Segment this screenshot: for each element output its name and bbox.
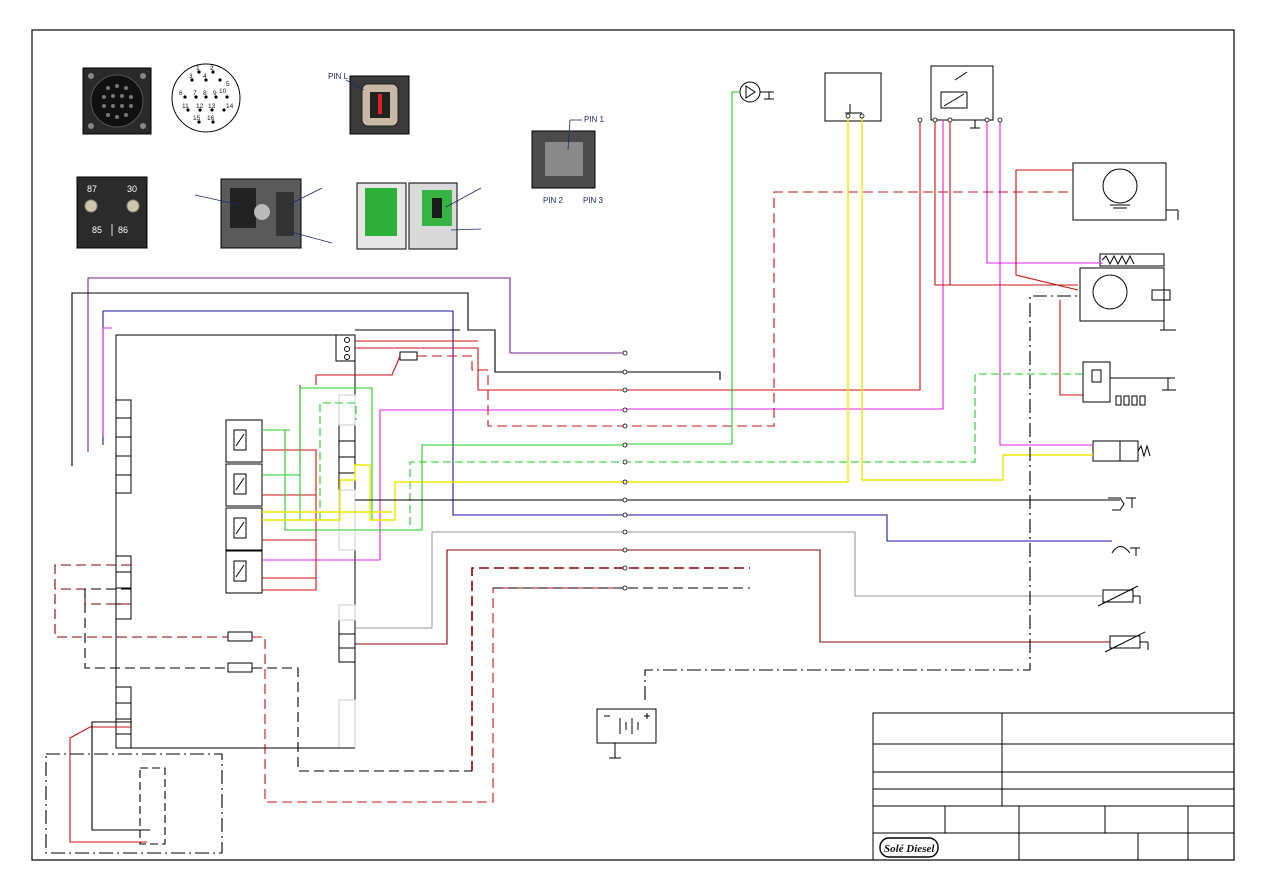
fuel-pump-symbol bbox=[739, 81, 774, 103]
sole-diesel-logo: Solé Diesel bbox=[879, 837, 939, 858]
pin-l-connector-photo: PIN L bbox=[328, 72, 410, 135]
pin-number-9: 9 bbox=[213, 90, 217, 97]
pin-l-label: PIN L bbox=[328, 72, 349, 81]
pin-number-12: 12 bbox=[196, 103, 204, 110]
relay-photo: 87 30 85 86 bbox=[76, 176, 148, 249]
sender-box bbox=[824, 72, 882, 122]
logo-text: Solé Diesel bbox=[884, 843, 935, 855]
battery-symbol bbox=[596, 708, 657, 759]
oil-pressure-sender-symbol bbox=[1097, 585, 1141, 607]
green-connector-photos bbox=[356, 182, 482, 250]
alternator-symbol bbox=[1079, 253, 1176, 331]
pin-number-4: 4 bbox=[203, 73, 207, 80]
pin-number-16: 16 bbox=[207, 115, 215, 122]
pin-number-1: 1 bbox=[196, 65, 200, 72]
pin-number-3: 3 bbox=[189, 73, 193, 80]
sensor-connector-photo bbox=[194, 178, 333, 249]
pin-number-15: 15 bbox=[193, 115, 201, 122]
pin-number-14: 14 bbox=[226, 103, 234, 110]
control-unit-outline bbox=[115, 334, 418, 749]
starter-motor-symbol bbox=[1072, 162, 1179, 221]
temperature-switch-symbol bbox=[1111, 546, 1140, 556]
relay-terminal-87: 87 bbox=[87, 184, 97, 194]
relay-terminal-30: 30 bbox=[127, 184, 137, 194]
pin-number-2: 2 bbox=[210, 65, 214, 72]
wiring-harness bbox=[45, 91, 1120, 854]
relay-terminal-85: 85 bbox=[92, 225, 102, 235]
heater-element-symbol bbox=[1092, 440, 1151, 462]
pin-number-10: 10 bbox=[219, 88, 227, 95]
pin-2-label: PIN 2 bbox=[543, 196, 564, 205]
pin-1-label: PIN 1 bbox=[584, 115, 605, 124]
terminal-markers bbox=[622, 113, 1003, 591]
title-block bbox=[872, 712, 1235, 861]
pin-number-6: 6 bbox=[179, 90, 183, 97]
pin-number-11: 11 bbox=[182, 103, 189, 110]
connector-photo-16pin bbox=[82, 67, 152, 135]
pin-number-8: 8 bbox=[203, 90, 207, 97]
three-pin-connector-photo: PIN 1 PIN 2 PIN 3 bbox=[531, 115, 605, 205]
pin-number-13: 13 bbox=[208, 103, 216, 110]
oil-pressure-switch-symbol bbox=[1108, 497, 1136, 511]
pin-number-7: 7 bbox=[193, 90, 197, 97]
pin-number-5: 5 bbox=[226, 81, 230, 88]
pin-3-label: PIN 3 bbox=[583, 196, 604, 205]
starter-relay-symbol bbox=[930, 65, 994, 129]
connector-pinout-diagram: 1 2 3 4 5 6 7 8 9 10 11 12 13 14 15 16 bbox=[171, 63, 241, 133]
relay-terminal-86: 86 bbox=[118, 225, 128, 235]
drawing-frame bbox=[31, 29, 1235, 861]
temperature-sender-symbol bbox=[1104, 631, 1149, 653]
stop-solenoid-symbol bbox=[1082, 361, 1176, 406]
